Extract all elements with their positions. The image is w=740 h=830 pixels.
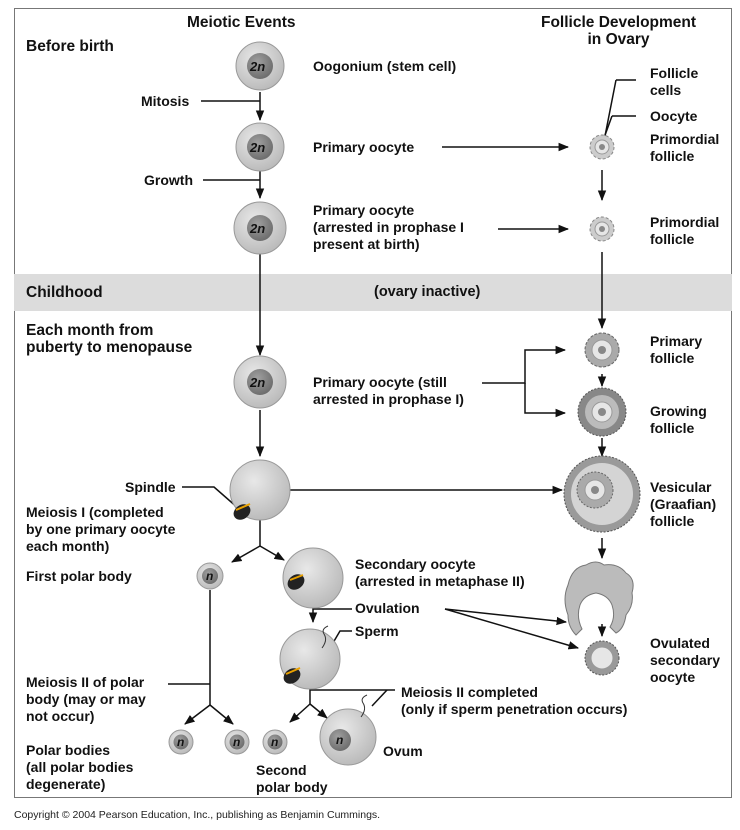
primary-oocyte-label: Primary oocyte (313, 139, 415, 155)
primordial-follicle-label-1: Primordial follicle (650, 131, 720, 164)
ploidy-label: n (336, 733, 344, 747)
ovary-inactive-label: (ovary inactive) (374, 284, 481, 300)
first-polar-body-label: First polar body (26, 568, 132, 584)
meiosis-i-label: Meiosis I (completed by one primary oocy… (26, 504, 176, 554)
ovum-cell (319, 694, 377, 766)
copyright-notice: Copyright © 2004 Pearson Education, Inc.… (14, 809, 381, 821)
childhood-band (14, 274, 732, 311)
ovulated-oocyte-with-sperm-cell (279, 625, 341, 690)
ploidy-label: n (177, 735, 185, 749)
oogonium-label: Oogonium (stem cell) (313, 58, 457, 74)
meiosis-ii-completed-label: Meiosis II completed (only if sperm pene… (401, 684, 628, 717)
growth-label: Growth (144, 172, 193, 188)
meiosis-ii-polar-label: Meiosis II of polar body (may or may not… (26, 674, 146, 724)
ploidy-label: 2n (250, 59, 266, 74)
vesicular-graafian-follicle (563, 455, 641, 533)
ploidy-label: 2n (250, 375, 266, 390)
ploidy-label: n (206, 569, 214, 583)
sperm-label: Sperm (355, 623, 399, 639)
primary-follicle (584, 332, 620, 368)
oocyte-label: Oocyte (650, 108, 698, 124)
follicle-development-header: Follicle Development in Ovary (541, 14, 697, 48)
polar-bodies-label: Polar bodies (all polar bodies degenerat… (26, 742, 134, 792)
spindle-label: Spindle (125, 479, 176, 495)
mitosis-label: Mitosis (141, 93, 190, 109)
secondary-oocyte-cell (282, 547, 344, 609)
vesicular-follicle-label: Vesicular (Graafian) follicle (650, 479, 717, 529)
ovulated-oocyte-label: Ovulated secondary oocyte (650, 635, 721, 685)
follicle-cells-label: Follicle cells (650, 65, 699, 98)
spindle-cell (229, 459, 291, 521)
primary-oocyte-arrested-label: Primary oocyte (arrested in prophase I p… (313, 202, 464, 252)
ovum-label: Ovum (383, 743, 423, 759)
before-birth-label: Before birth (26, 38, 114, 55)
oogonium-cell (235, 41, 285, 91)
polar-body-cell-1 (168, 729, 194, 755)
figure-frame (14, 8, 732, 798)
childhood-label: Childhood (26, 284, 103, 301)
primary-oocyte-cell (235, 122, 285, 172)
primordial-follicle-1 (589, 134, 615, 160)
ovulated-secondary-oocyte (584, 640, 620, 676)
monthly-label: Each month from puberty to menopause (26, 322, 193, 356)
secondary-oocyte-label: Secondary oocyte (arrested in metaphase … (355, 556, 525, 589)
first-polar-body-cell (196, 562, 224, 590)
second-polar-body-label: Second polar body (256, 762, 328, 795)
growing-follicle-label: Growing follicle (650, 403, 707, 436)
primary-oocyte-arrested-cell (233, 201, 287, 255)
ploidy-label: 2n (250, 221, 266, 236)
growing-follicle (577, 387, 627, 437)
ploidy-label: 2n (250, 140, 266, 155)
primordial-follicle-2 (589, 216, 615, 242)
ploidy-label: n (233, 735, 241, 749)
ovulation-label: Ovulation (355, 600, 420, 616)
ruptured-follicle (564, 561, 634, 636)
primary-follicle-label: Primary follicle (650, 333, 703, 366)
second-polar-body-cell (262, 729, 288, 755)
primordial-follicle-label-2: Primordial follicle (650, 214, 720, 247)
primary-oocyte-still-cell (233, 355, 287, 409)
primary-oocyte-still-label: Primary oocyte (still arrested in propha… (313, 374, 464, 407)
meiotic-events-header: Meiotic Events (187, 14, 296, 31)
polar-body-cell-2 (224, 729, 250, 755)
ploidy-label: n (271, 735, 279, 749)
